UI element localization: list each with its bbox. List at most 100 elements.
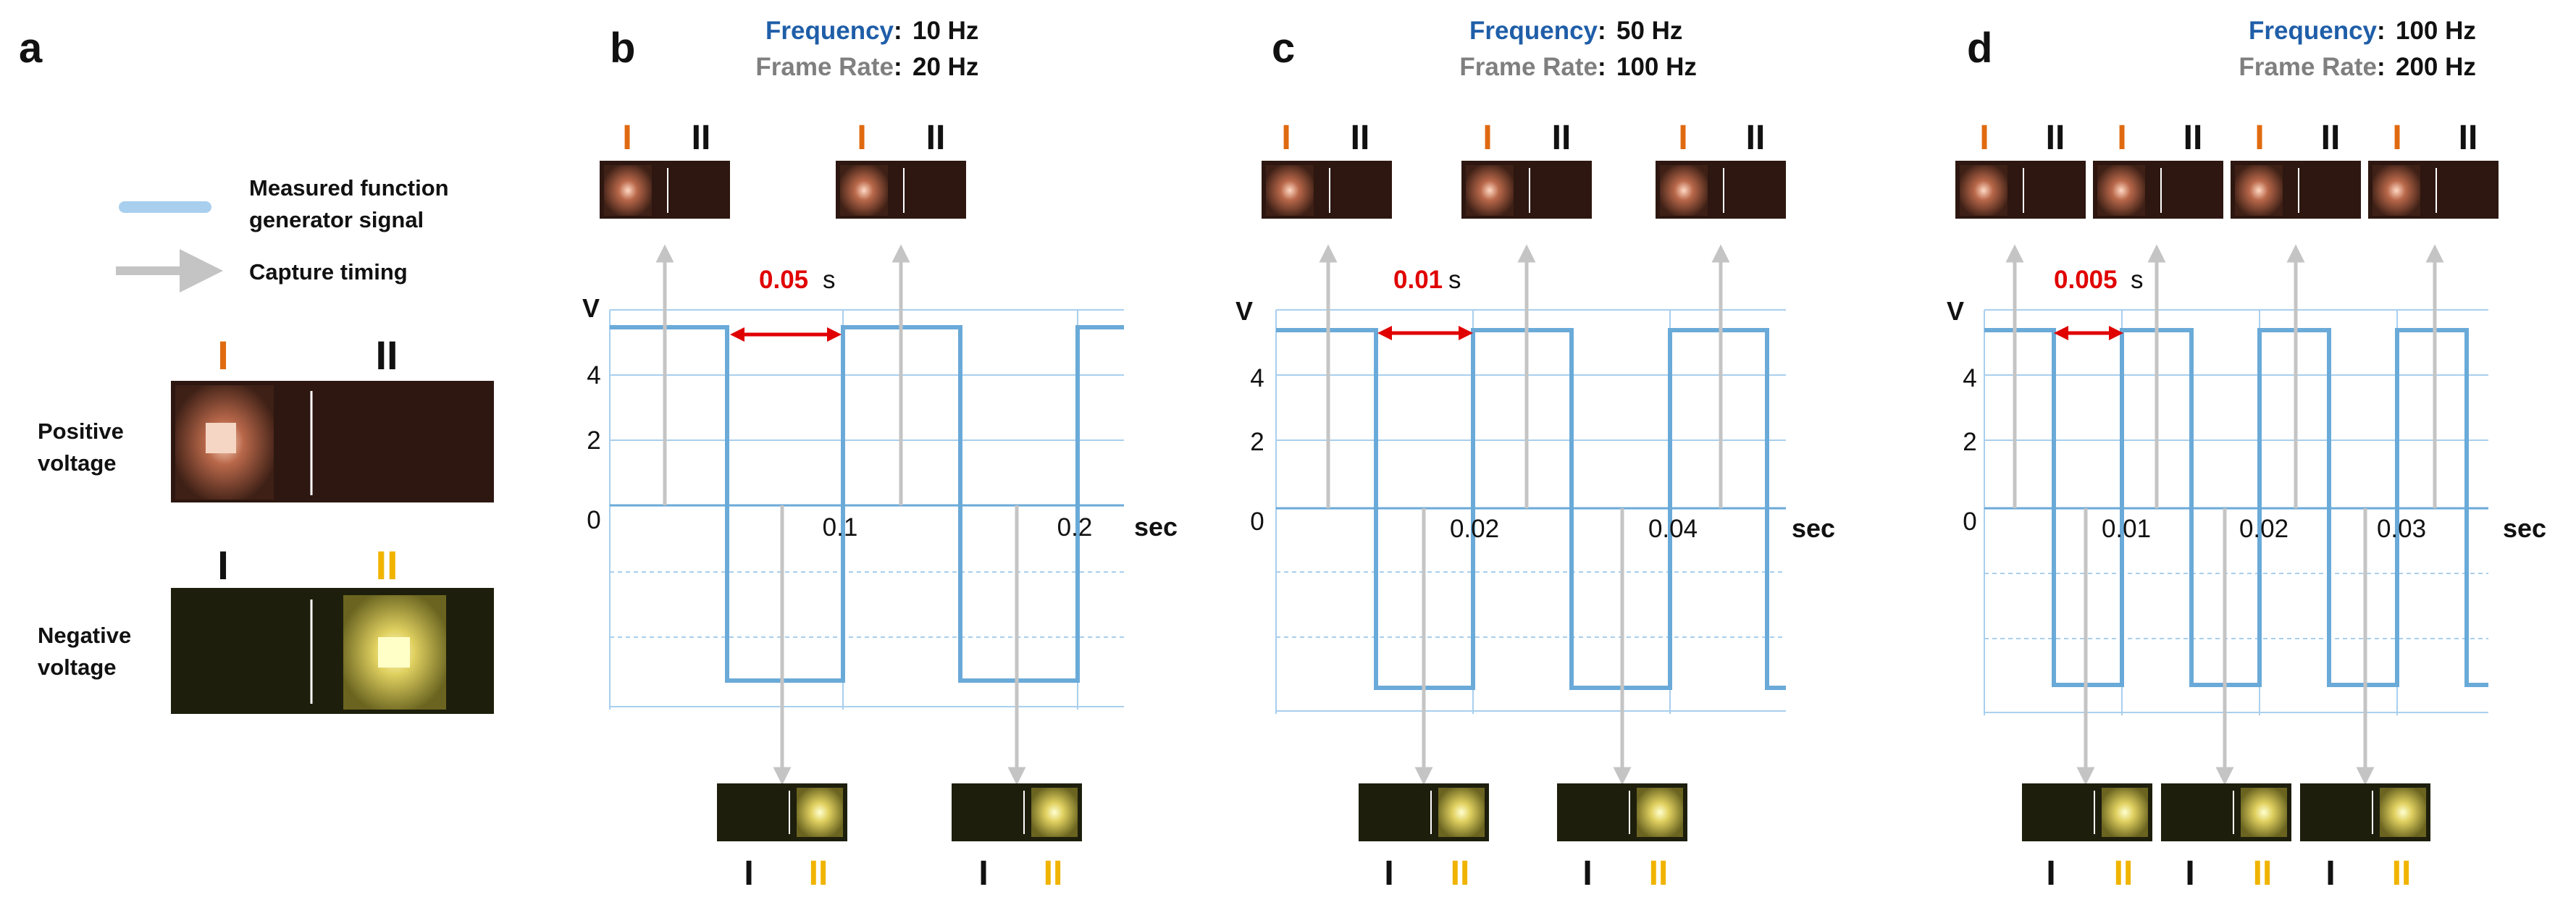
interval-unit-b: s bbox=[823, 266, 836, 294]
label-I-negative: I bbox=[217, 542, 229, 588]
interval-unit-d: s bbox=[2131, 266, 2144, 294]
frame-label-b-bottom2-I: I bbox=[978, 854, 988, 893]
x-tick-b-1: 0.1 bbox=[823, 513, 858, 542]
capture-frame-c-bottom2 bbox=[1557, 783, 1687, 841]
y-tick-d-0: 0 bbox=[1963, 508, 1976, 536]
negative-voltage-line1: Negative bbox=[38, 623, 131, 648]
frame-rate-value-c: 100 Hz bbox=[1616, 53, 1697, 81]
label-II-negative: II bbox=[375, 542, 398, 588]
frame-label-d-top2-II: II bbox=[2183, 119, 2203, 157]
frame-label-c-top2-II: II bbox=[1552, 119, 1572, 157]
y-tick-b-2: 2 bbox=[587, 426, 600, 455]
frequency-value-b: 10 Hz bbox=[912, 17, 978, 45]
frame-label-b-bottom2-II: II bbox=[1044, 854, 1063, 893]
frame-label-d-bottom1-II: II bbox=[2114, 854, 2134, 893]
frame-rate-colon-b: : bbox=[894, 53, 902, 81]
y-axis-label-b: V bbox=[582, 293, 600, 323]
frame-rate-colon-d: : bbox=[2377, 53, 2386, 81]
y-axis-label-d: V bbox=[1947, 296, 1964, 326]
x-tick-d-3: 0.03 bbox=[2377, 515, 2426, 543]
y-tick-c-2: 2 bbox=[1250, 428, 1264, 456]
frequency-label-b: Frequency bbox=[765, 17, 894, 45]
y-tick-b-4: 4 bbox=[587, 361, 600, 390]
x-unit-d: sec bbox=[2503, 513, 2546, 543]
frame-label-c-bottom2-I: I bbox=[1582, 854, 1592, 893]
panel-b: b Frequency : 10 Hz Frame Rate : 20 Hz V… bbox=[582, 17, 1178, 893]
plot-grid-c bbox=[1275, 309, 1786, 714]
capture-frame-b-bottom2 bbox=[952, 783, 1082, 841]
capture-frame-c-top1 bbox=[1262, 161, 1392, 219]
y-tick-b-0: 0 bbox=[587, 506, 600, 534]
y-tick-c-4: 4 bbox=[1250, 364, 1264, 392]
frame-rate-value-d: 200 Hz bbox=[2396, 53, 2476, 81]
positive-voltage-line1: Positive bbox=[38, 418, 124, 444]
negative-voltage-line2: voltage bbox=[38, 655, 117, 680]
panel-a: a Measured function generator signal Cap… bbox=[19, 25, 494, 714]
frequency-colon-b: : bbox=[894, 17, 902, 45]
frame-label-d-bottom2-II: II bbox=[2253, 854, 2273, 893]
capture-frame-d-top1 bbox=[1955, 161, 2086, 219]
frame-label-c-top2-I: I bbox=[1482, 119, 1492, 157]
frame-label-c-top3-I: I bbox=[1678, 119, 1687, 157]
panel-letter-b: b bbox=[610, 25, 635, 72]
frame-label-c-bottom1-I: I bbox=[1384, 854, 1393, 893]
x-tick-b-2: 0.2 bbox=[1057, 513, 1093, 542]
capture-frame-c-bottom1 bbox=[1359, 783, 1489, 841]
frame-label-b-top2-I: I bbox=[857, 119, 866, 157]
frame-label-d-bottom1-I: I bbox=[2046, 854, 2055, 893]
frame-label-b-bottom1-II: II bbox=[809, 854, 828, 893]
square-wave-d bbox=[1984, 328, 2488, 687]
frame-label-d-top4-II: II bbox=[2459, 119, 2478, 157]
frequency-value-c: 50 Hz bbox=[1616, 17, 1682, 45]
capture-frame-d-top2 bbox=[2093, 161, 2223, 219]
label-I-positive: I bbox=[217, 332, 229, 378]
legend-signal-line2: generator signal bbox=[249, 207, 424, 232]
panel-c: c Frequency : 50 Hz Frame Rate : 100 Hz … bbox=[1235, 17, 1835, 893]
capture-frame-b-top2 bbox=[836, 161, 966, 219]
square-wave-c bbox=[1276, 328, 1786, 690]
frame-label-d-bottom2-I: I bbox=[2185, 854, 2194, 893]
positive-voltage-image bbox=[171, 381, 494, 502]
frequency-label-c: Frequency bbox=[1469, 17, 1598, 45]
frequency-colon-d: : bbox=[2377, 17, 2386, 45]
y-tick-c-0: 0 bbox=[1250, 508, 1264, 536]
frame-label-d-bottom3-II: II bbox=[2392, 854, 2412, 893]
capture-frame-b-top1 bbox=[600, 161, 730, 219]
positive-voltage-line2: voltage bbox=[38, 450, 117, 476]
capture-frame-c-top3 bbox=[1656, 161, 1786, 219]
frame-label-b-top2-II: II bbox=[926, 119, 946, 157]
capture-frame-d-top3 bbox=[2231, 161, 2361, 219]
interval-value-b: 0.05 bbox=[759, 266, 808, 294]
frame-rate-label-d: Frame Rate bbox=[2239, 53, 2377, 81]
frequency-label-d: Frequency bbox=[2249, 17, 2378, 45]
frame-label-b-top1-II: II bbox=[692, 119, 711, 157]
interval-value-d: 0.005 bbox=[2054, 266, 2118, 294]
panel-d: d Frequency : 100 Hz Frame Rate : 200 Hz… bbox=[1947, 17, 2546, 893]
frame-label-c-top1-II: II bbox=[1351, 119, 1370, 157]
x-tick-c-2: 0.04 bbox=[1648, 515, 1698, 543]
x-tick-d-1: 0.01 bbox=[2102, 515, 2151, 543]
frequency-value-d: 100 Hz bbox=[2396, 17, 2476, 45]
frame-label-d-top1-I: I bbox=[1979, 119, 1989, 157]
frame-label-d-bottom3-I: I bbox=[2325, 854, 2335, 893]
negative-voltage-image bbox=[171, 588, 494, 714]
panel-letter-c: c bbox=[1272, 25, 1295, 72]
frame-label-d-top3-II: II bbox=[2321, 119, 2341, 157]
frame-label-b-bottom1-I: I bbox=[744, 854, 753, 893]
frame-rate-label-b: Frame Rate bbox=[755, 53, 894, 81]
y-tick-d-4: 4 bbox=[1963, 364, 1976, 392]
x-tick-d-2: 0.02 bbox=[2239, 515, 2288, 543]
frame-label-c-bottom2-II: II bbox=[1649, 854, 1669, 893]
frame-rate-label-c: Frame Rate bbox=[1459, 53, 1598, 81]
panel-letter-d: d bbox=[1967, 25, 1992, 72]
interval-value-c: 0.01 bbox=[1393, 266, 1443, 294]
x-unit-c: sec bbox=[1792, 513, 1835, 543]
interval-unit-c: s bbox=[1448, 266, 1461, 294]
frame-label-d-top2-I: I bbox=[2117, 119, 2126, 157]
x-tick-c-1: 0.02 bbox=[1450, 515, 1499, 543]
frame-label-c-top3-II: II bbox=[1746, 119, 1766, 157]
panel-letter-a: a bbox=[19, 25, 43, 72]
frame-label-b-top1-I: I bbox=[622, 119, 632, 157]
capture-frame-d-bottom3 bbox=[2300, 783, 2430, 841]
